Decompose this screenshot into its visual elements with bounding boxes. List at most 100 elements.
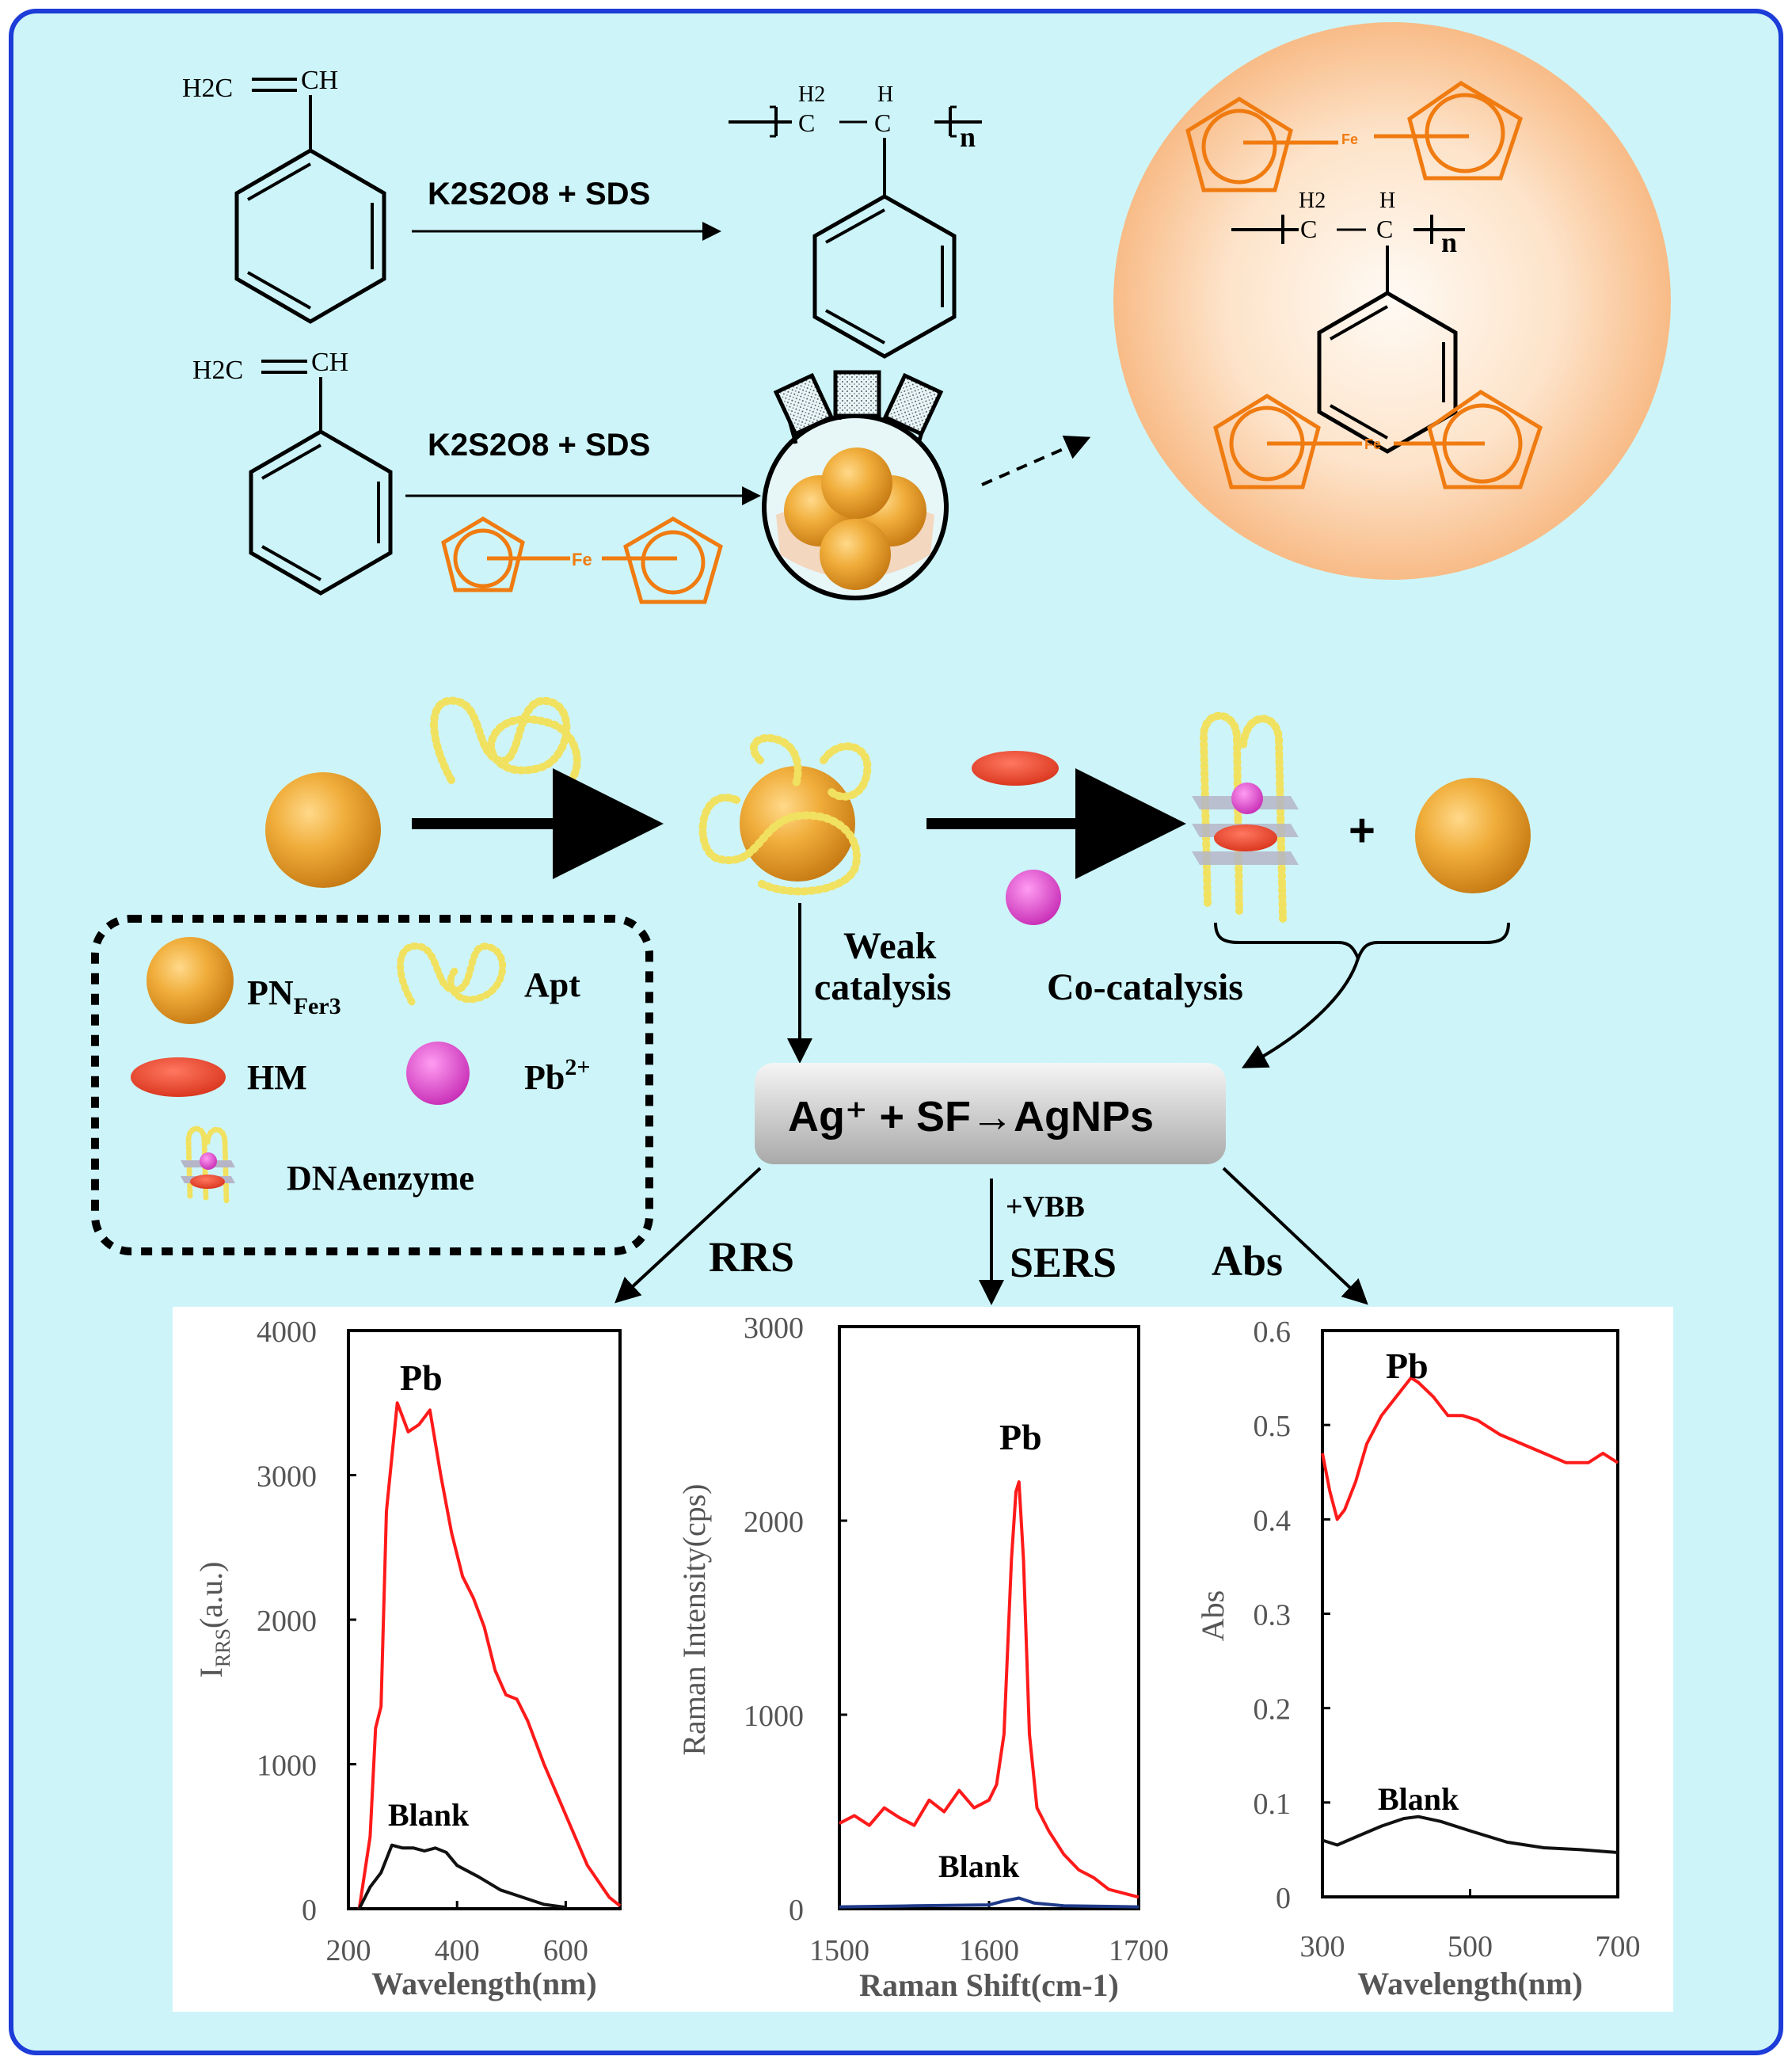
pnfer3-aptamer-complex	[740, 766, 855, 882]
legend-pnfer3-label: PNFer3	[247, 973, 341, 1019]
series-line-blank	[357, 1843, 566, 1910]
charts-background	[173, 1307, 1673, 2012]
annotation-blank: Blank	[1378, 1781, 1459, 1817]
r1-c2-label: C	[874, 109, 891, 137]
legend: PNFer3 Apt HM Pb2+ DNAenzyme	[91, 915, 653, 1255]
pb-ion	[1006, 870, 1061, 925]
legend-pnfer3-icon	[146, 937, 234, 1024]
nanoparticle-detail: Fe H2 C H C n Fe	[1113, 22, 1671, 580]
x-tick-label: 400	[435, 1934, 480, 1967]
r1-h-label: H	[877, 82, 893, 107]
y-tick-label: 0.3	[1254, 1599, 1292, 1632]
r1-ch-label: CH	[301, 66, 338, 95]
legend-hm-label: HM	[247, 1058, 307, 1097]
x-tick-label: 600	[543, 1934, 588, 1967]
y-tick-label: 0	[789, 1894, 804, 1927]
y-tick-label: 0	[302, 1894, 317, 1927]
weak-catalysis-line2: catalysis	[814, 966, 951, 1008]
x-tick-label: 1700	[1109, 1934, 1169, 1967]
reaction-flask-icon	[762, 370, 949, 600]
r2-h2c-label: H2C	[192, 356, 243, 385]
annotation-blank: Blank	[388, 1797, 470, 1833]
hm-molecule	[972, 751, 1059, 786]
reaction-box	[755, 1063, 1226, 1164]
rrs-arrow	[614, 1167, 762, 1304]
np-n-label: n	[1441, 227, 1457, 258]
np-benzene	[1317, 291, 1458, 454]
series-line-pb	[839, 1480, 1139, 1899]
np-h2-label: H2	[1299, 189, 1326, 213]
annotation-blank: Blank	[938, 1849, 1020, 1884]
dnaenzyme-icon	[1192, 711, 1299, 923]
sers-label: SERS	[1010, 1239, 1117, 1286]
co-catalysis-arrow	[1241, 958, 1360, 1068]
x-tick-label: 200	[326, 1934, 371, 1967]
reaction-1: H2C CH K2S2O8 + SDS H2 C H C n	[182, 66, 982, 359]
annotation-pb: Pb	[1386, 1346, 1429, 1386]
r1-h2-label: H2	[798, 82, 825, 107]
x-axis-label: Raman Shift(cm-1)	[859, 1967, 1119, 2003]
r1-h2c-label: H2C	[182, 74, 233, 103]
r1-benzene	[234, 148, 386, 324]
pnfer3-sphere	[265, 772, 381, 888]
y-tick-label: 3000	[257, 1460, 317, 1494]
legend-pb-label: Pb2+	[524, 1054, 590, 1097]
legend-pb-icon	[406, 1042, 470, 1105]
x-tick-label: 300	[1300, 1930, 1345, 1963]
y-tick-label: 2000	[744, 1506, 804, 1539]
bound-aptamer-icon	[698, 733, 872, 896]
vbb-label: +VBB	[1006, 1190, 1085, 1224]
np-c1-label: C	[1300, 215, 1317, 243]
y-tick-label: 0.4	[1254, 1504, 1292, 1537]
aptamer-icon	[430, 696, 581, 792]
r2-ferrocene	[441, 516, 723, 604]
y-axis-label: IRRS(a.u.)	[193, 1562, 234, 1678]
y-tick-label: 3000	[744, 1312, 804, 1345]
nanoparticle-sphere	[1113, 22, 1671, 580]
series-line-blank	[1322, 1815, 1619, 1854]
co-catalysis-label: Co-catalysis	[1047, 966, 1243, 1008]
y-axis-label: Abs	[1195, 1590, 1231, 1641]
y-tick-label: 2000	[257, 1605, 317, 1638]
r1-reagent: K2S2O8 + SDS	[428, 177, 650, 211]
y-tick-label: 1000	[257, 1750, 317, 1783]
x-tick-label: 1500	[809, 1934, 869, 1967]
y-tick-label: 0.6	[1254, 1316, 1292, 1349]
r2-benzene	[249, 429, 393, 596]
r2-reagent: K2S2O8 + SDS	[428, 428, 650, 463]
annotation-pb: Pb	[400, 1358, 443, 1398]
series-line-pb	[357, 1401, 622, 1910]
x-tick-label: 1600	[959, 1934, 1019, 1967]
plus-sign: +	[1349, 805, 1375, 856]
y-tick-label: 1000	[744, 1700, 804, 1733]
x-tick-label: 500	[1448, 1930, 1493, 1963]
r2-fe-label: Fe	[572, 550, 592, 569]
mechanism-row: + Weak catalysis Co-catalysis Ag⁺ + SF→A…	[265, 696, 1531, 1305]
x-axis-label: Wavelength(nm)	[371, 1966, 596, 2001]
legend-dnaenzyme-label: DNAenzyme	[287, 1159, 474, 1198]
r1-c1-label: C	[798, 109, 815, 137]
legend-apt-icon	[397, 943, 507, 1006]
np-fe-top-label: Fe	[1341, 131, 1358, 147]
legend-box	[91, 915, 653, 1255]
x-axis-label: Wavelength(nm)	[1357, 1966, 1582, 2001]
np-fe-bottom-label: Fe	[1364, 436, 1381, 452]
released-pnfer3-sphere	[1415, 778, 1531, 893]
y-tick-label: 0	[1276, 1882, 1291, 1915]
reaction-2: H2C CH K2S2O8 + SDS Fe	[192, 348, 1091, 604]
np-h-label: H	[1379, 189, 1395, 213]
rrs-label: RRS	[709, 1233, 794, 1281]
weak-catalysis-line1: Weak	[843, 925, 937, 967]
np-ferrocene-top	[1185, 81, 1524, 192]
legend-hm-icon	[131, 1057, 226, 1097]
r1-polymer: H2 C H C n	[729, 82, 982, 359]
y-tick-label: 0.5	[1254, 1410, 1292, 1443]
y-axis-label: Raman Intensity(cps)	[676, 1483, 712, 1755]
legend-apt-label: Apt	[524, 965, 580, 1004]
y-tick-label: 0.2	[1254, 1693, 1292, 1727]
abs-label: Abs	[1212, 1237, 1283, 1285]
legend-dnaenzyme-icon	[181, 1125, 235, 1205]
